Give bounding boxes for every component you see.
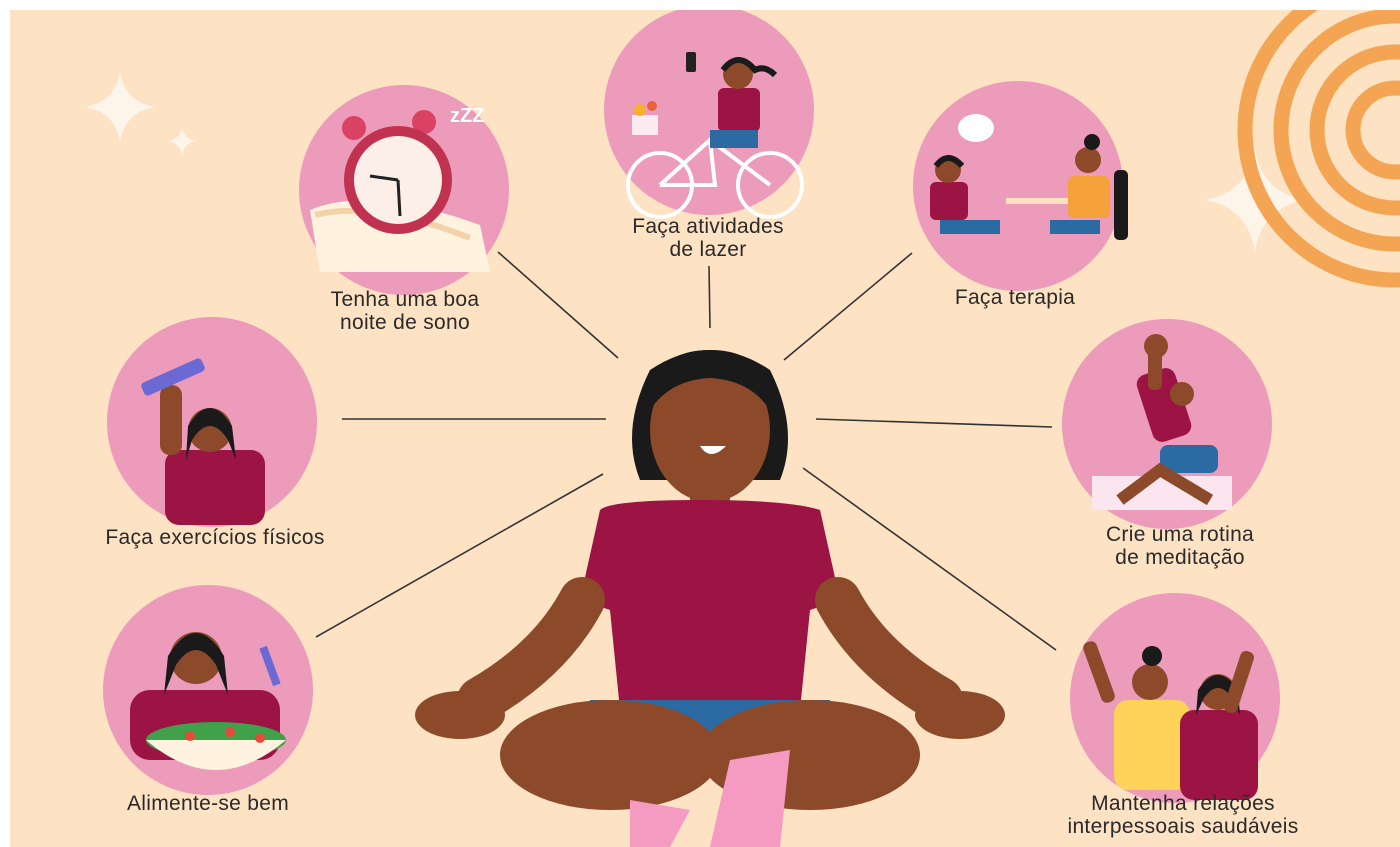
sleep-icon: zZZ — [299, 85, 509, 295]
label-exercise-line-1: Faça exercícios físicos — [70, 526, 360, 549]
label-therapy: Faça terapia — [930, 286, 1100, 309]
label-relationships-line-1: Mantenha relações — [1048, 792, 1318, 815]
salad-icon — [103, 585, 313, 795]
label-leisure-line-1: Faça atividades — [606, 215, 810, 238]
concentric-rings-decoration — [1245, 10, 1400, 280]
label-meditation: Crie uma rotina de meditação — [1080, 523, 1280, 569]
label-meditation-line-1: Crie uma rotina — [1080, 523, 1280, 546]
friends-icon — [1070, 593, 1280, 803]
meditating-woman-illustration — [415, 350, 1005, 847]
bicycle-icon — [604, 10, 814, 217]
label-therapy-line-1: Faça terapia — [930, 286, 1100, 309]
label-leisure: Faça atividades de lazer — [606, 215, 810, 261]
label-exercise: Faça exercícios físicos — [70, 526, 360, 549]
label-sleep-line-1: Tenha uma boa — [310, 288, 500, 311]
label-relationships-line-2: interpessoais saudáveis — [1048, 815, 1318, 838]
label-relationships: Mantenha relações interpessoais saudávei… — [1048, 792, 1318, 838]
label-leisure-line-2: de lazer — [606, 238, 810, 261]
poster-illustration: zZZ — [10, 10, 1400, 847]
label-eating: Alimente-se bem — [98, 792, 318, 815]
label-sleep: Tenha uma boa noite de sono — [310, 288, 500, 334]
sparkle-icon — [85, 72, 155, 142]
therapy-icon — [913, 81, 1128, 291]
infographic-poster: zZZ — [10, 10, 1400, 847]
svg-text:zZZ: zZZ — [450, 105, 484, 127]
label-sleep-line-2: noite de sono — [310, 311, 500, 334]
stretching-icon — [1062, 319, 1272, 529]
label-meditation-line-2: de meditação — [1080, 546, 1280, 569]
label-eating-line-1: Alimente-se bem — [98, 792, 318, 815]
sparkle-icon — [168, 127, 196, 156]
dumbbell-icon — [107, 317, 317, 527]
